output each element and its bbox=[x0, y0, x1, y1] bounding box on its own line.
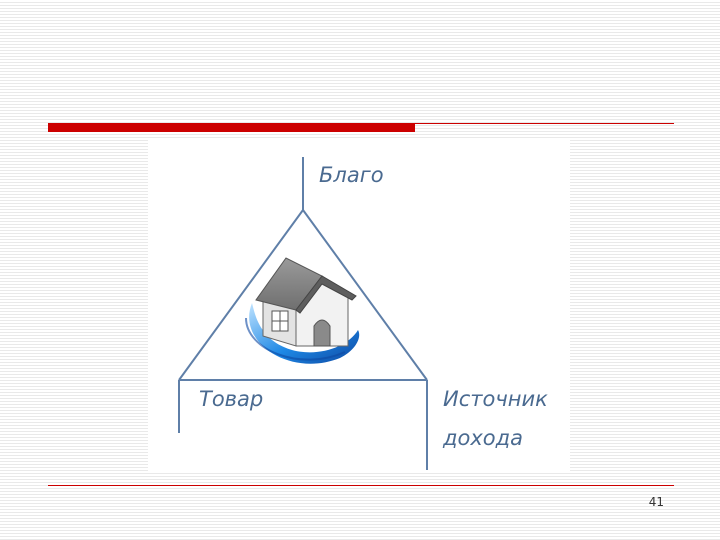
right-edge-line bbox=[302, 209, 428, 381]
swirl-shape bbox=[249, 303, 360, 364]
page-number: 41 bbox=[648, 495, 664, 509]
house-icon bbox=[245, 257, 360, 364]
left-edge-line bbox=[178, 209, 304, 381]
label-income-source-line2: дохода bbox=[443, 426, 524, 450]
title-divider-thin bbox=[415, 123, 674, 124]
label-commodity: Товар bbox=[199, 387, 264, 411]
label-income-source-line1: Источник bbox=[443, 387, 548, 411]
triangle-frame bbox=[178, 157, 428, 470]
label-good: Благо bbox=[319, 163, 384, 187]
title-divider-thick bbox=[48, 123, 415, 132]
footer-divider bbox=[48, 485, 674, 486]
diagram-panel bbox=[148, 140, 570, 473]
